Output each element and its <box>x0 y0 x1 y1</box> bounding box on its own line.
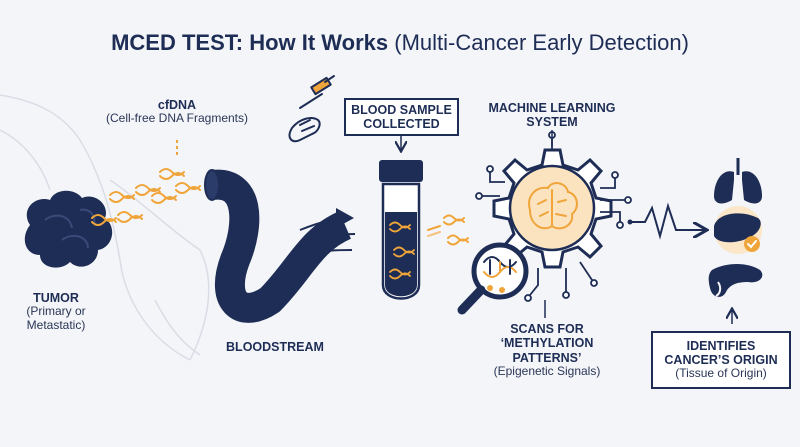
check-badge-icon <box>744 236 760 252</box>
identifies-box: IDENTIFIES CANCER’S ORIGIN (Tissue of Or… <box>651 331 791 389</box>
title-bold: MCED TEST: How It Works <box>111 30 389 55</box>
tumor-label: TUMOR (Primary or Metastatic) <box>6 291 106 333</box>
scans-line3: PATTERNS’ <box>512 350 582 365</box>
identifies-desc: (Tissue of Origin) <box>675 366 767 381</box>
scans-line2: ‘METHYLATION <box>500 336 594 351</box>
human-silhouette <box>0 94 210 361</box>
magnifier-dna-icon <box>457 242 529 315</box>
page-title: MCED TEST: How It Works (Multi-Cancer Ea… <box>0 30 800 55</box>
scans-line1: SCANS FOR <box>510 322 584 336</box>
identifies-line1: IDENTIFIES <box>686 338 756 353</box>
blood-sample-line2: COLLECTED <box>363 117 440 131</box>
ml-system-line2: SYSTEM <box>526 115 578 130</box>
dna-fragment-icon <box>91 168 201 226</box>
dna-fragment-icon <box>427 214 469 246</box>
blood-sample-box: BLOOD SAMPLE COLLECTED <box>344 98 459 136</box>
tumor-icon <box>24 190 113 268</box>
cfdna-name: cfDNA <box>157 98 197 112</box>
blood-test-tube-icon <box>379 160 423 300</box>
blood-sample-line1: BLOOD SAMPLE <box>351 102 452 117</box>
ml-system-label: MACHINE LEARNING SYSTEM <box>467 101 637 130</box>
tumor-desc-line2: Metastatic) <box>26 318 86 333</box>
scans-label: SCANS FOR ‘METHYLATION PATTERNS’ (Epigen… <box>462 322 632 379</box>
lungs-icon <box>714 158 762 204</box>
tumor-desc-line1: (Primary or <box>26 304 86 319</box>
scans-desc: (Epigenetic Signals) <box>493 364 601 379</box>
gear-brain-icon <box>475 131 632 302</box>
cfdna-label: cfDNA (Cell-free DNA Fragments) <box>97 98 257 126</box>
bloodstream-tube-icon <box>204 169 356 323</box>
identifies-line2: CANCER’S ORIGIN <box>664 353 778 368</box>
cfdna-desc: (Cell-free DNA Fragments) <box>105 111 249 126</box>
tumor-name: TUMOR <box>33 291 79 305</box>
signal-wave-icon <box>627 202 706 240</box>
ml-system-line1: MACHINE LEARNING <box>488 101 616 115</box>
pancreas-icon <box>708 264 763 297</box>
title-light: (Multi-Cancer Early Detection) <box>394 30 689 55</box>
syringe-hand-icon <box>288 75 335 143</box>
bloodstream-label: BLOODSTREAM <box>226 340 324 354</box>
